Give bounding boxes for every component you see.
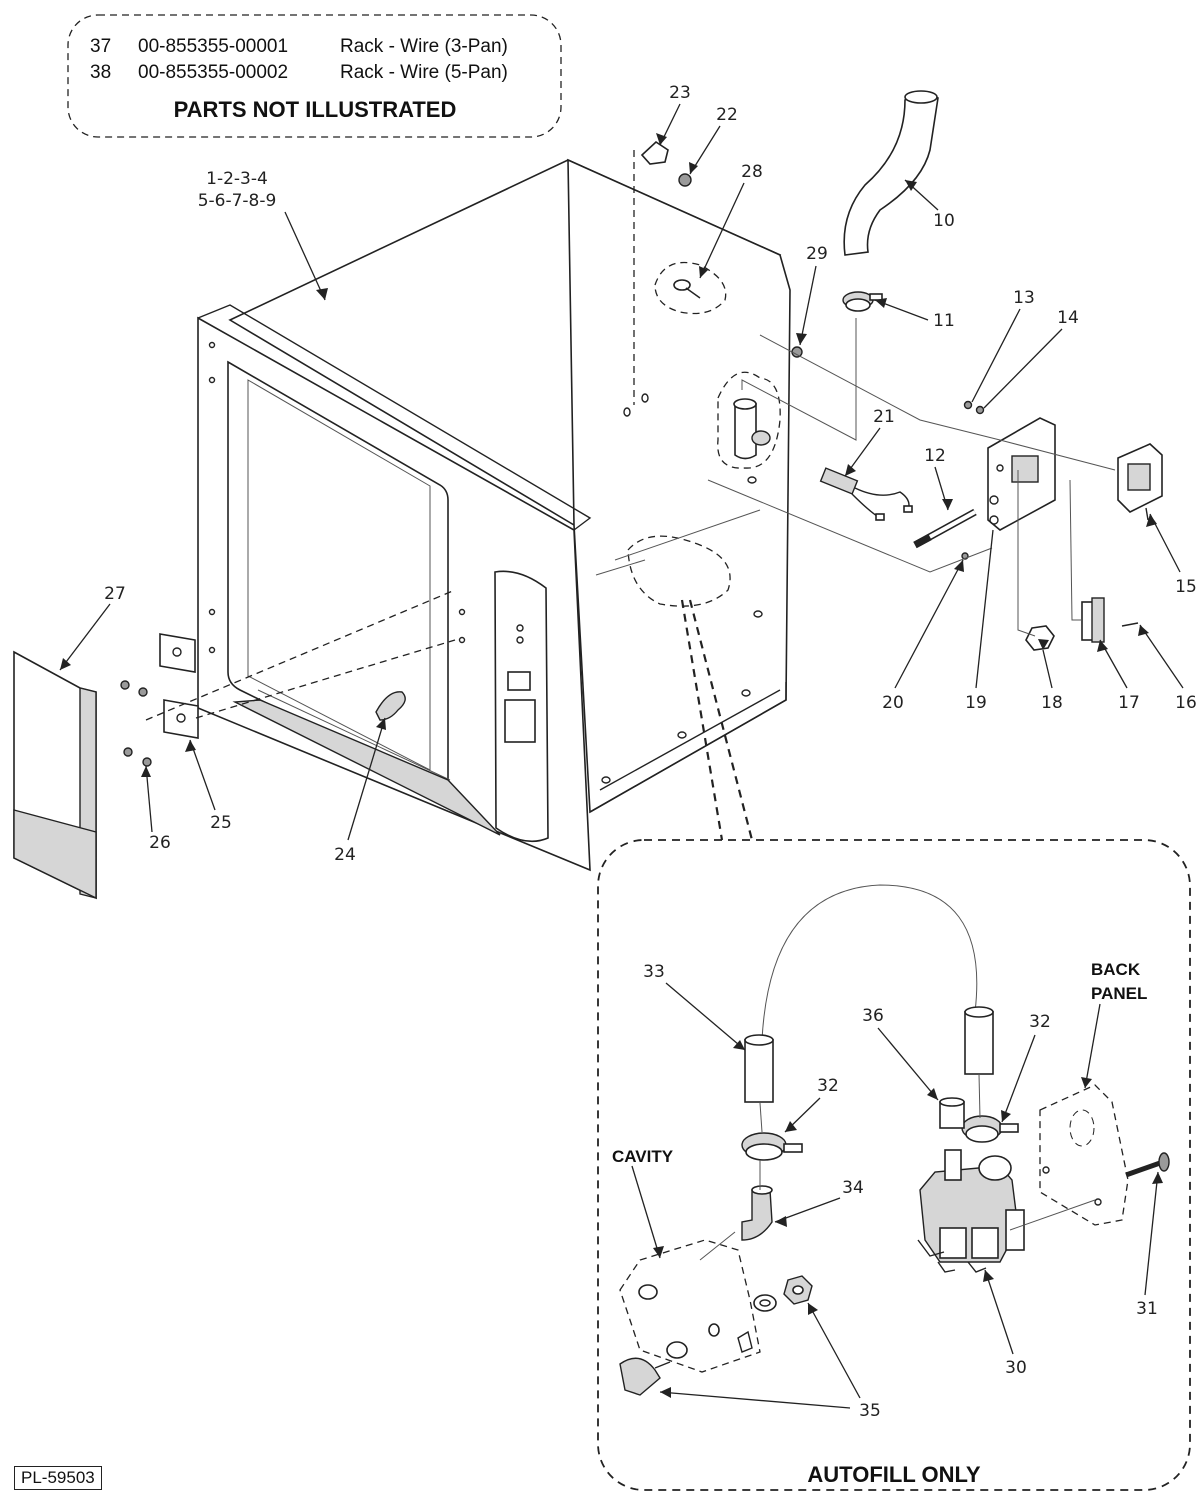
callout-11: 11: [933, 311, 955, 331]
callout-31: 31: [1136, 1299, 1158, 1319]
part-23-clip: [640, 140, 669, 165]
cavity-inlet-tube: [733, 398, 771, 460]
part-30-solenoid-valve: [917, 1149, 1025, 1273]
back-panel-label-line2: PANEL: [1091, 984, 1147, 1003]
part-22-nut: [678, 173, 692, 187]
table-row-37-part-number: 00-855355-00001: [138, 36, 288, 57]
part-31-screw: [1125, 1152, 1170, 1178]
callout-32-left: 32: [817, 1076, 839, 1096]
part-15-switch: [1117, 443, 1163, 521]
callout-29: 29: [806, 244, 828, 264]
callout-26: 26: [149, 833, 171, 853]
part-12-rod: [913, 508, 977, 549]
part-34-elbow: [741, 1185, 773, 1241]
callout-15: 15: [1175, 577, 1197, 597]
table-row-37-item: 37: [90, 36, 111, 57]
callout-27: 27: [104, 584, 126, 604]
part-24-hinge: [375, 691, 406, 721]
callout-19: 19: [965, 693, 987, 713]
plate-number: PL-59503: [14, 1466, 102, 1490]
callout-22: 22: [716, 105, 738, 125]
part-33-tube: [744, 1034, 774, 1103]
callout-20: 20: [882, 693, 904, 713]
table-row-37-description: Rack - Wire (3-Pan): [340, 36, 508, 57]
callout-34: 34: [842, 1178, 864, 1198]
part-26-screws: [120, 680, 152, 767]
table-row-38-description: Rack - Wire (5-Pan): [340, 62, 508, 83]
callout-labels: 1-2-3-4 5-6-7-8-9 23 22 28 10 29 11 13 1…: [104, 83, 1197, 1421]
part-19-bracket: [987, 417, 1056, 531]
callout-24: 24: [334, 845, 356, 865]
part-18-nut: [1025, 625, 1055, 651]
oven-cavity: [197, 158, 791, 872]
callout-16: 16: [1175, 693, 1197, 713]
callout-18: 18: [1041, 693, 1063, 713]
part-32-clamp-left: [741, 1132, 803, 1161]
arrowheads: [60, 133, 1163, 1398]
callout-36: 36: [862, 1006, 884, 1026]
callout-30: 30: [1005, 1358, 1027, 1378]
callout-33: 33: [643, 962, 665, 982]
callout-14: 14: [1057, 308, 1079, 328]
part-29-nut: [791, 346, 803, 358]
callout-32-right: 32: [1029, 1012, 1051, 1032]
table-row-38-part-number: 00-855355-00002: [138, 62, 288, 83]
callout-17: 17: [1118, 693, 1140, 713]
part-35-fittings: [619, 1275, 813, 1396]
callout-13: 13: [1013, 288, 1035, 308]
callout-5-9: 5-6-7-8-9: [198, 191, 277, 211]
part-21-sensor: [819, 467, 913, 521]
callout-21: 21: [873, 407, 895, 427]
part-14-washer: [975, 405, 985, 415]
callout-25: 25: [210, 813, 232, 833]
parts-not-illustrated-box: 37 00-855355-00001 Rack - Wire (3-Pan) 3…: [67, 14, 562, 138]
part-28-fastener: [673, 279, 701, 299]
part-27-door-panel: [13, 650, 97, 900]
part-17-microswitch: [1081, 597, 1105, 643]
parts-not-illustrated-heading: PARTS NOT ILLUSTRATED: [174, 97, 457, 122]
part-11-clamp: [842, 291, 883, 312]
callout-23: 23: [669, 83, 691, 103]
part-36-cap: [939, 1097, 965, 1129]
callout-1-4: 1-2-3-4: [206, 169, 268, 189]
autofill-title: AUTOFILL ONLY: [807, 1462, 980, 1487]
callout-10: 10: [933, 211, 955, 231]
part-25-plates: [159, 633, 199, 739]
callout-35: 35: [859, 1401, 881, 1421]
autofill-detail-box: AUTOFILL ONLY CAVITY BACK PANEL: [597, 839, 1191, 1491]
assembly-lines: [145, 150, 1116, 721]
table-row-38-item: 38: [90, 62, 111, 83]
part-16-screw: [1121, 622, 1139, 627]
back-panel-label-line1: BACK: [1091, 960, 1141, 979]
cavity-label: CAVITY: [612, 1147, 674, 1166]
callout-12: 12: [924, 446, 946, 466]
part-13-screw: [963, 400, 973, 410]
part-32-clamp-right: [961, 1006, 1019, 1143]
callout-28: 28: [741, 162, 763, 182]
part-10-hose: [843, 90, 939, 256]
